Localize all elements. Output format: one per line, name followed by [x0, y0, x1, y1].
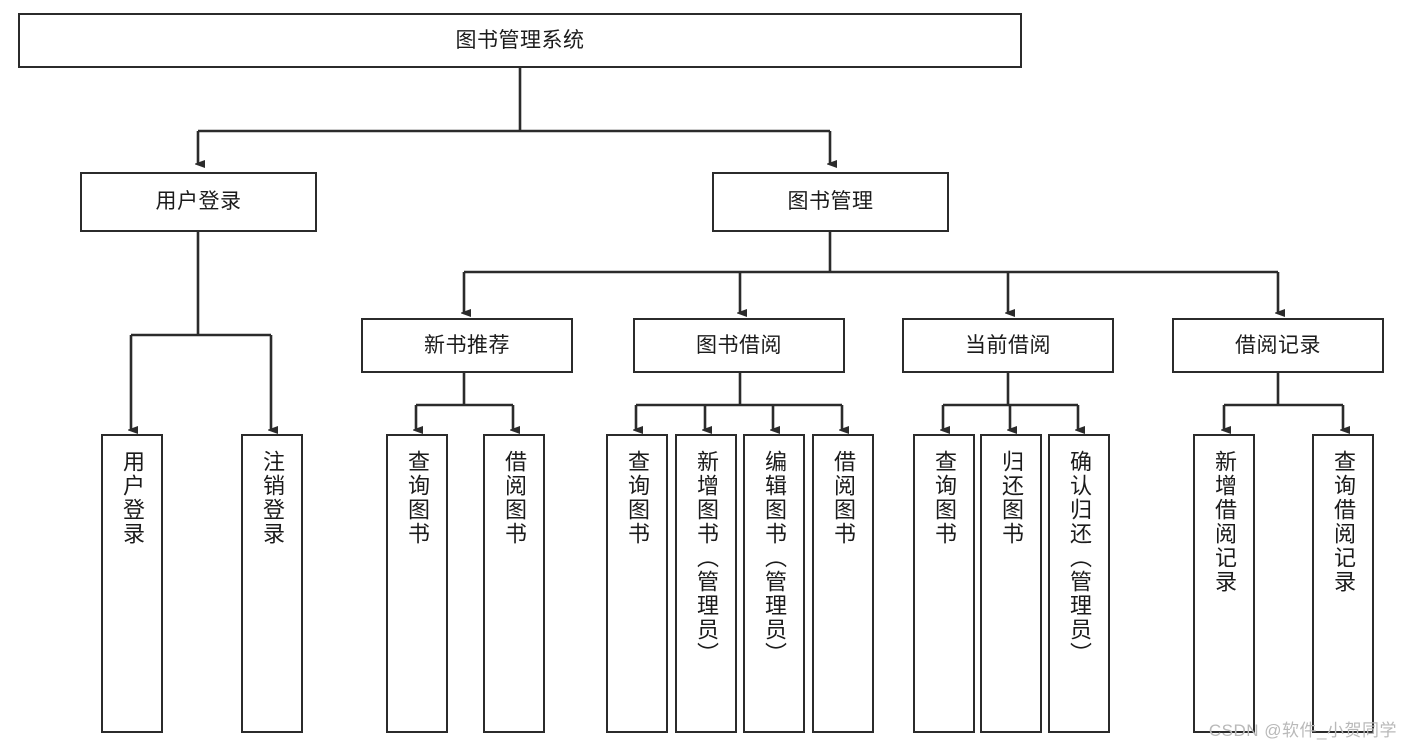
- node-borrow-record[interactable]: 借阅记录: [1172, 318, 1384, 373]
- node-borrow-record-label: 借阅记录: [1235, 333, 1321, 357]
- leaf-borrow-book-label: 借阅图书: [830, 450, 856, 546]
- leaf-borrow-book[interactable]: 借阅图书: [812, 434, 874, 733]
- leaf-edit-book-admin[interactable]: 编辑图书（管理员）: [743, 434, 805, 733]
- node-root[interactable]: 图书管理系统: [18, 13, 1022, 68]
- leaf-borrow-book-recommend[interactable]: 借阅图书: [483, 434, 545, 733]
- node-current-borrow-label: 当前借阅: [965, 333, 1051, 357]
- leaf-logout[interactable]: 注销登录: [241, 434, 303, 733]
- leaf-query-borrow-record-label: 查询借阅记录: [1330, 450, 1356, 594]
- leaf-add-borrow-record-label: 新增借阅记录: [1211, 450, 1237, 594]
- leaf-confirm-return-admin[interactable]: 确认归还（管理员）: [1048, 434, 1110, 733]
- leaf-user-login-label: 用户登录: [119, 450, 145, 546]
- leaf-query-borrow-record[interactable]: 查询借阅记录: [1312, 434, 1374, 733]
- node-book-borrow-label: 图书借阅: [696, 333, 782, 357]
- leaf-borrow-book-recommend-label: 借阅图书: [501, 450, 527, 546]
- leaf-logout-label: 注销登录: [259, 450, 285, 546]
- watermark: CSDN @软件_小贺同学: [1208, 721, 1397, 740]
- leaf-query-book-recommend-label: 查询图书: [404, 450, 430, 546]
- leaf-add-borrow-record[interactable]: 新增借阅记录: [1193, 434, 1255, 733]
- node-book-borrow[interactable]: 图书借阅: [633, 318, 845, 373]
- node-user-login-label: 用户登录: [155, 190, 242, 214]
- leaf-return-book[interactable]: 归还图书: [980, 434, 1042, 733]
- node-new-book-recommend[interactable]: 新书推荐: [361, 318, 573, 373]
- leaf-query-book-recommend[interactable]: 查询图书: [386, 434, 448, 733]
- node-new-book-recommend-label: 新书推荐: [424, 333, 510, 357]
- leaf-edit-book-admin-label: 编辑图书（管理员）: [761, 450, 787, 666]
- leaf-query-book-borrow[interactable]: 查询图书: [606, 434, 668, 733]
- node-book-management[interactable]: 图书管理: [712, 172, 949, 232]
- node-current-borrow[interactable]: 当前借阅: [902, 318, 1114, 373]
- leaf-query-book-current-label: 查询图书: [931, 450, 957, 546]
- leaf-user-login[interactable]: 用户登录: [101, 434, 163, 733]
- leaf-query-book-borrow-label: 查询图书: [624, 450, 650, 546]
- node-root-label: 图书管理系统: [455, 28, 585, 52]
- node-book-management-label: 图书管理: [787, 190, 874, 214]
- leaf-confirm-return-admin-label: 确认归还（管理员）: [1066, 450, 1092, 666]
- leaf-add-book-admin-label: 新增图书（管理员）: [693, 450, 719, 666]
- leaf-return-book-label: 归还图书: [998, 450, 1024, 546]
- leaf-query-book-current[interactable]: 查询图书: [913, 434, 975, 733]
- node-user-login[interactable]: 用户登录: [80, 172, 317, 232]
- leaf-add-book-admin[interactable]: 新增图书（管理员）: [675, 434, 737, 733]
